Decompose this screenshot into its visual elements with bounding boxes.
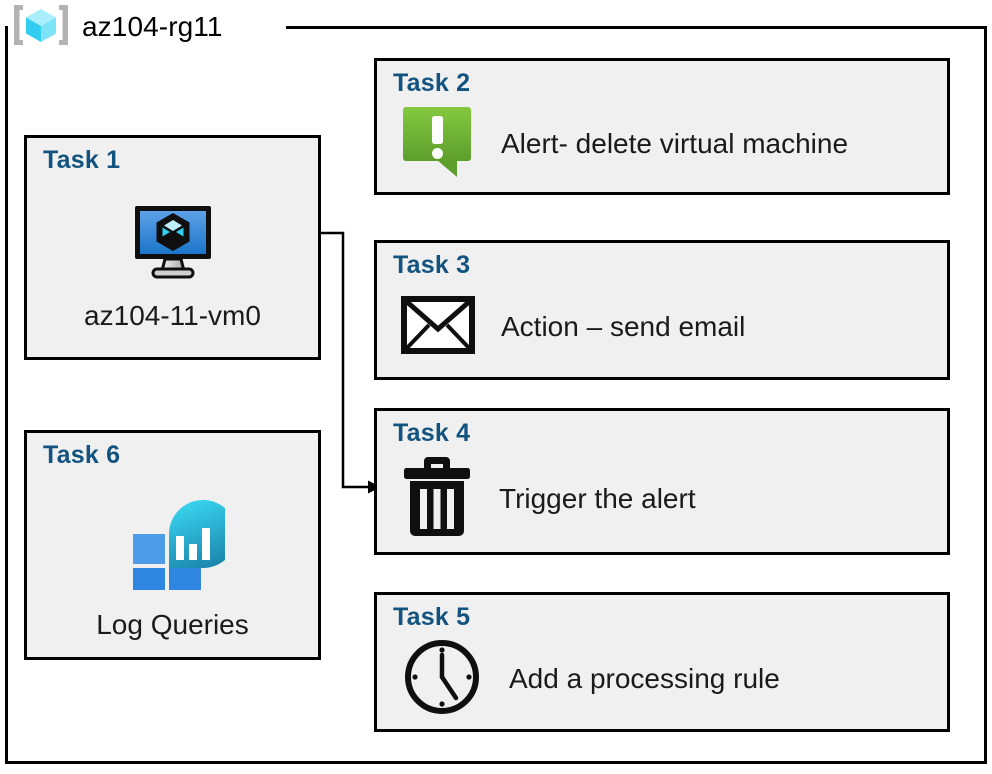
card-task1-title: Task 1 bbox=[43, 146, 121, 174]
card-task4-title: Task 4 bbox=[393, 419, 471, 447]
card-task3-body: Action – send email bbox=[401, 283, 937, 371]
trash-can-icon bbox=[401, 453, 473, 544]
card-task4[interactable]: Task 4 Trigger the alert bbox=[374, 408, 950, 555]
resource-group-frame bbox=[5, 26, 987, 764]
alert-exclamation-icon bbox=[401, 103, 475, 184]
card-task3-title: Task 3 bbox=[393, 251, 471, 279]
azure-resource-group-icon bbox=[10, 2, 72, 53]
card-task5-label: Add a processing rule bbox=[509, 663, 780, 694]
card-task6[interactable]: Task 6 Log Qu bbox=[24, 430, 321, 660]
card-task5-title: Task 5 bbox=[393, 603, 471, 631]
log-analytics-icon bbox=[121, 490, 237, 598]
card-task4-label: Trigger the alert bbox=[499, 482, 696, 514]
card-task2[interactable]: Task 2 Alert- delete virtual machine bbox=[374, 58, 950, 195]
card-task3[interactable]: Task 3 Action – send email bbox=[374, 240, 950, 380]
card-task2-label: Alert- delete virtual machine bbox=[501, 127, 849, 159]
envelope-icon bbox=[401, 295, 475, 359]
card-task1-body: az104-11-vm0 bbox=[27, 186, 318, 349]
card-task4-body: Trigger the alert bbox=[401, 451, 937, 546]
card-task6-body: Log Queries bbox=[27, 481, 318, 649]
card-task5[interactable]: Task 5 Add a processing rule bbox=[374, 592, 950, 732]
card-task2-title: Task 2 bbox=[393, 69, 471, 97]
virtual-machine-icon bbox=[127, 203, 219, 286]
resource-group-name: az104-rg11 bbox=[82, 11, 223, 42]
card-task1[interactable]: Task 1 bbox=[24, 135, 321, 360]
card-task6-title: Task 6 bbox=[43, 441, 121, 469]
card-task5-body: Add a processing rule bbox=[401, 635, 937, 723]
card-task6-label: Log Queries bbox=[96, 608, 249, 640]
resource-group-header: az104-rg11 bbox=[10, 4, 223, 50]
clock-icon bbox=[401, 636, 483, 723]
card-task3-label: Action – send email bbox=[501, 311, 746, 342]
card-task2-body: Alert- delete virtual machine bbox=[401, 101, 937, 186]
card-task1-label: az104-11-vm0 bbox=[84, 300, 261, 331]
